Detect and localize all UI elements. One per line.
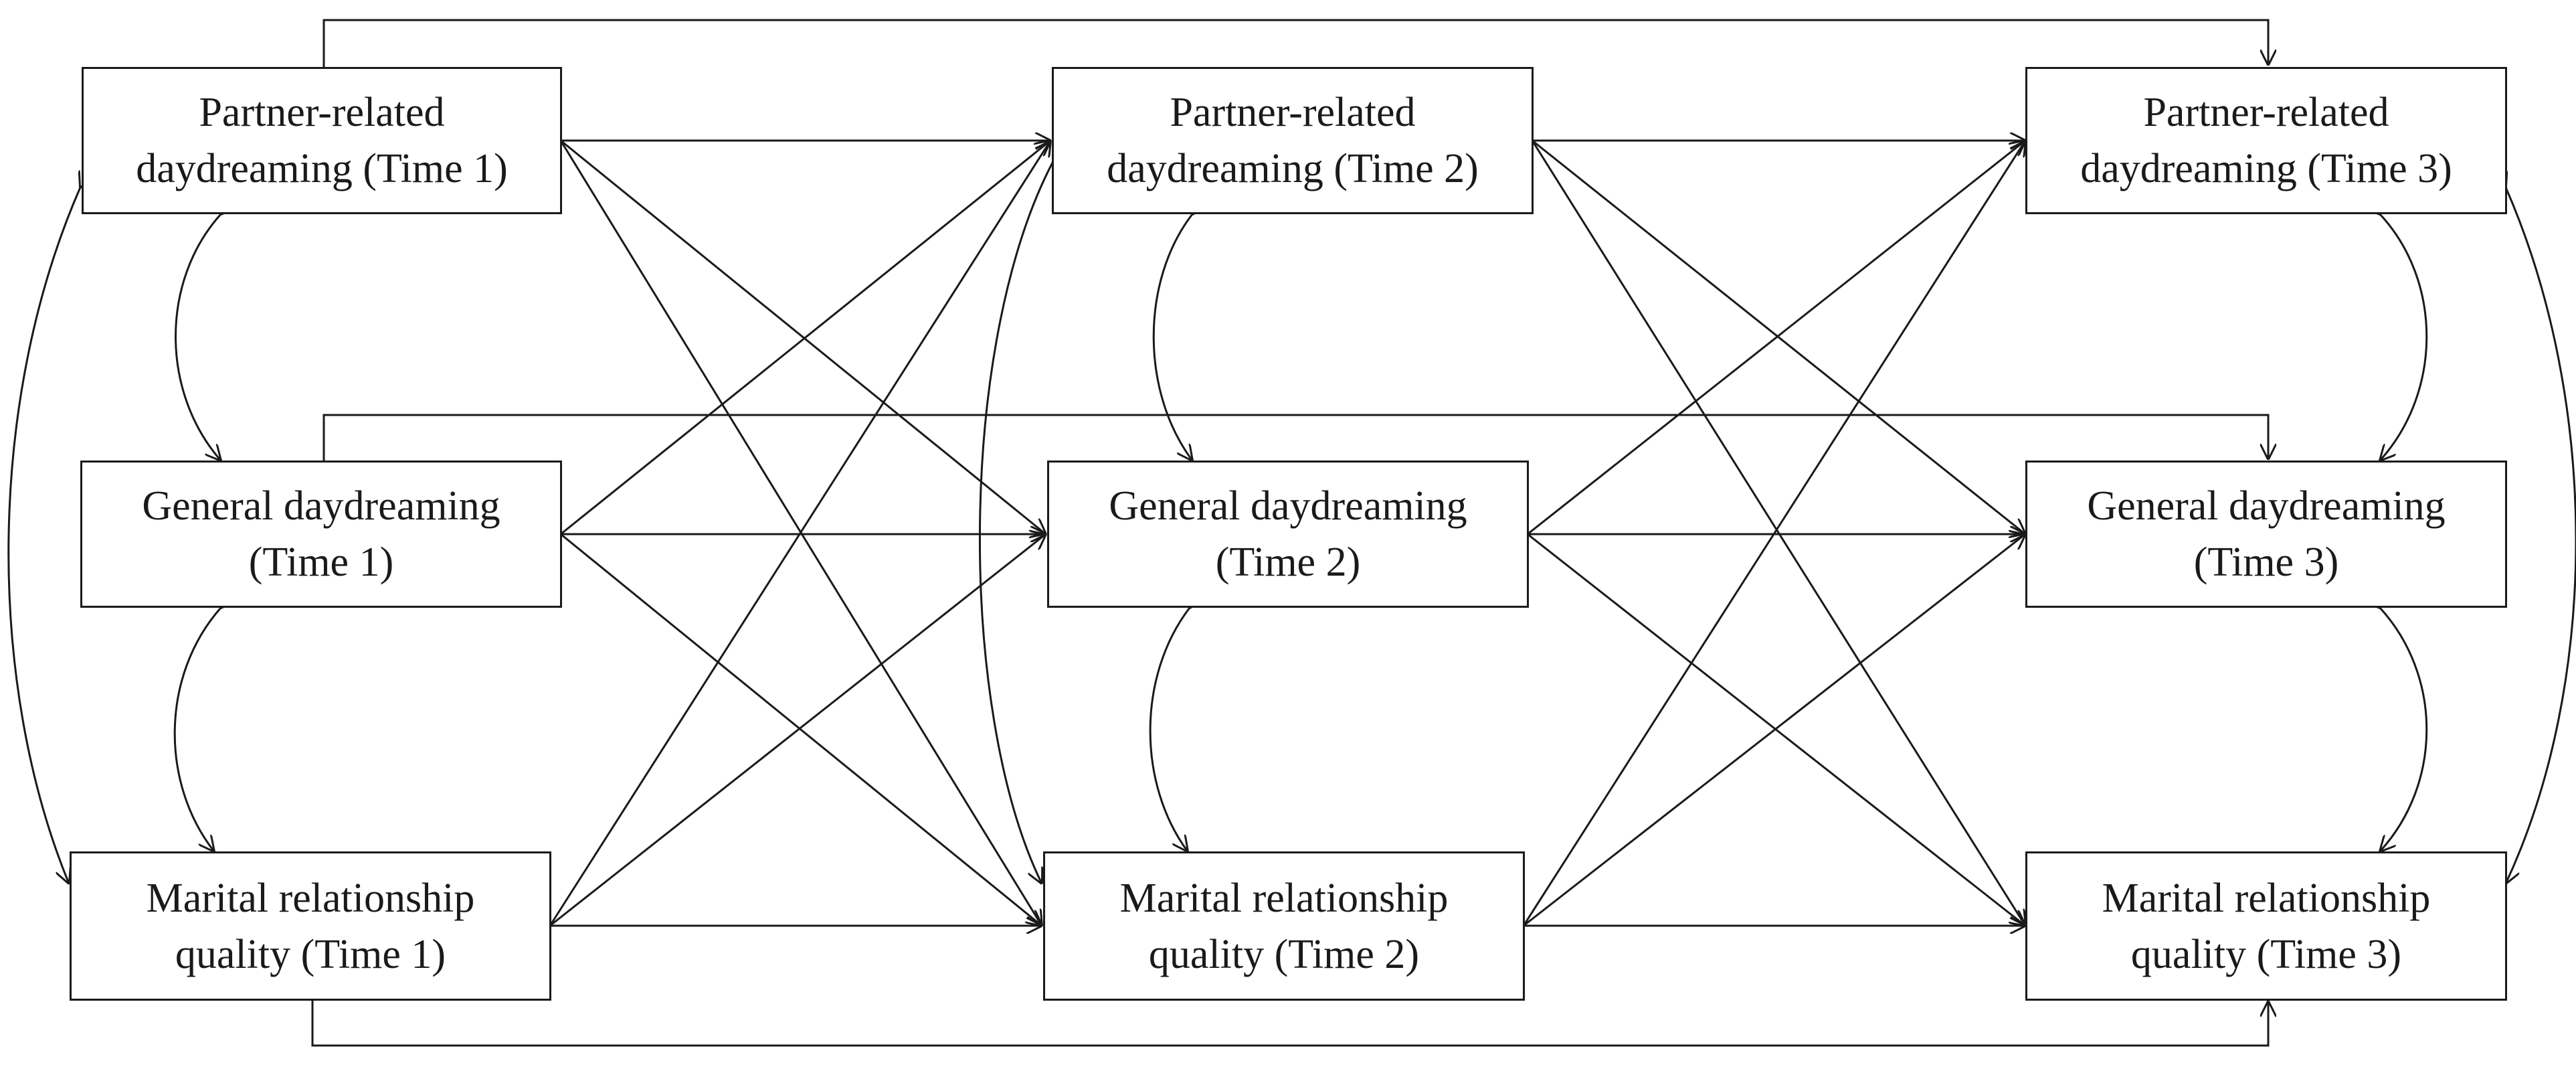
path-gd2-prd3 <box>1527 141 2025 535</box>
cov-gd2-mrq2 <box>1149 608 1190 851</box>
node-label-line1: Partner-related <box>199 90 445 135</box>
path-mrq2-gd3 <box>1523 534 2025 927</box>
node-label-line2: (Time 3) <box>2193 540 2339 585</box>
path-mrq1-mrq3 <box>311 1001 2268 1047</box>
node-general-daydreaming-time1: General daydreaming (Time 1) <box>80 461 562 608</box>
node-partner-daydreaming-time1: Partner-related daydreaming (Time 1) <box>82 67 562 214</box>
node-marital-quality-time2: Marital relationship quality (Time 2) <box>1043 851 1525 1001</box>
node-label-line1: Marital relationship <box>1119 875 1449 921</box>
node-label-line2: quality (Time 1) <box>175 931 446 977</box>
node-label-line1: General daydreaming <box>2087 483 2446 529</box>
node-label-line2: daydreaming (Time 1) <box>136 146 508 191</box>
cov-prd1-gd1 <box>175 214 221 461</box>
node-label-line1: Marital relationship <box>2102 875 2431 921</box>
cov-prd1-mrq1 <box>7 187 80 884</box>
node-general-daydreaming-time2: General daydreaming (Time 2) <box>1047 461 1529 608</box>
path-prd1-gd2 <box>560 139 1046 534</box>
node-label-line2: (Time 1) <box>248 540 394 585</box>
path-prd1-prd3 <box>323 19 2268 67</box>
path-mrq1-prd2 <box>549 141 1050 926</box>
cov-prd2-gd2 <box>1152 214 1192 461</box>
path-gd1-gd3 <box>323 414 2268 461</box>
path-prd2-mrq3 <box>1531 140 2025 926</box>
node-partner-daydreaming-time3: Partner-related daydreaming (Time 3) <box>2025 67 2507 214</box>
node-marital-quality-time3: Marital relationship quality (Time 3) <box>2025 851 2507 1001</box>
node-partner-daydreaming-time2: Partner-related daydreaming (Time 2) <box>1052 67 1534 214</box>
node-label-line2: quality (Time 3) <box>2130 931 2402 977</box>
cov-gd3-mrq3 <box>2380 608 2428 851</box>
node-label-line1: General daydreaming <box>142 483 500 529</box>
cov-prd2-mrq2 <box>978 154 1057 884</box>
node-general-daydreaming-time3: General daydreaming (Time 3) <box>2025 461 2507 608</box>
node-label-line1: General daydreaming <box>1109 483 1467 529</box>
path-gd1-prd2 <box>560 141 1050 535</box>
cov-prd3-mrq3 <box>2506 187 2576 884</box>
cov-gd1-mrq1 <box>173 608 221 851</box>
node-label-line2: daydreaming (Time 3) <box>2080 146 2452 191</box>
node-label-line2: (Time 2) <box>1215 540 1361 585</box>
node-label-line1: Partner-related <box>1170 90 1416 135</box>
node-label-line2: daydreaming (Time 2) <box>1107 146 1479 191</box>
path-gd1-mrq2 <box>560 533 1042 926</box>
cov-prd3-gd3 <box>2380 214 2428 461</box>
path-prd2-gd3 <box>1532 139 2025 534</box>
node-label-line1: Marital relationship <box>146 875 475 921</box>
node-label-line1: Partner-related <box>2143 90 2389 135</box>
path-mrq2-prd3 <box>1522 141 2025 926</box>
path-mrq1-gd2 <box>549 534 1046 927</box>
path-gd2-mrq3 <box>1527 533 2025 926</box>
node-marital-quality-time1: Marital relationship quality (Time 1) <box>70 851 551 1001</box>
node-label-line2: quality (Time 2) <box>1148 931 1420 977</box>
